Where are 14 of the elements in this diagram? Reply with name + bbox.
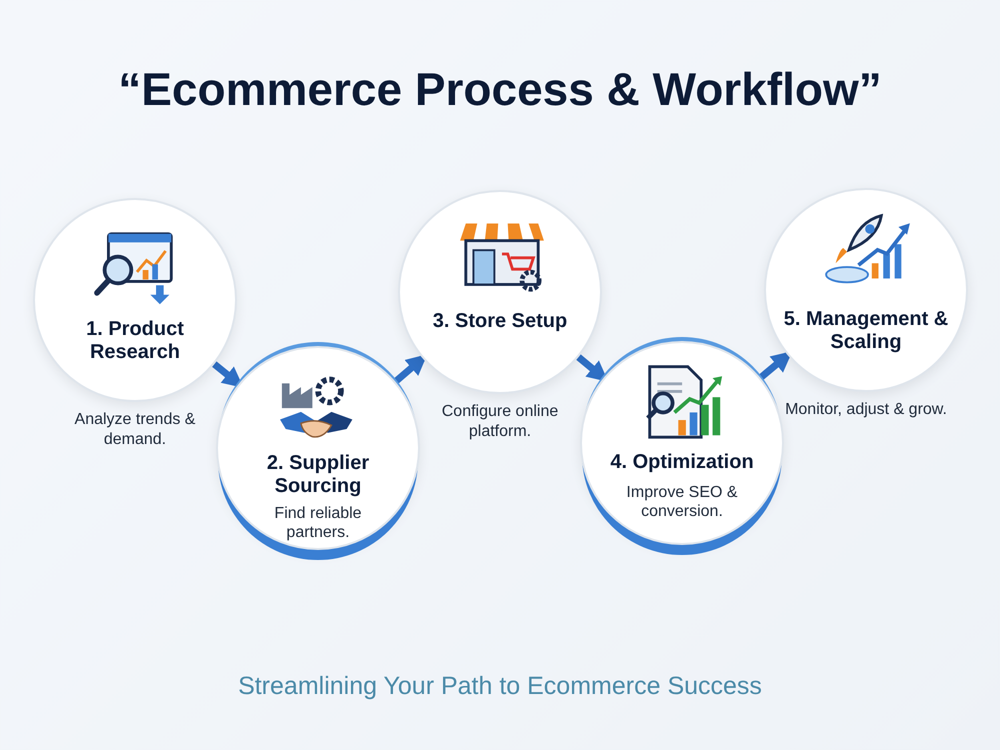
step-description: Analyze trends & demand. [74,410,196,450]
arrow [758,351,792,380]
step-title: 4. Optimization [609,451,755,474]
caption: Streamlining Your Path to Ecommerce Success [237,672,763,701]
step-title: 2. Supplier Sourcing [266,452,370,498]
step-description: Monitor, adjust & grow. [784,400,948,420]
step-description: Find reliable partners. [273,504,363,542]
arrow [393,354,428,384]
title: “Ecommerce Process & Workflow” [117,62,883,116]
step-description: Configure online platform. [440,402,560,442]
step-title: 3. Store Setup [432,310,568,333]
step-title: 5. Management & Scaling [782,308,950,354]
step-description: Improve SEO & conversion. [625,483,739,522]
step-title: 1. Product Research [85,318,185,364]
